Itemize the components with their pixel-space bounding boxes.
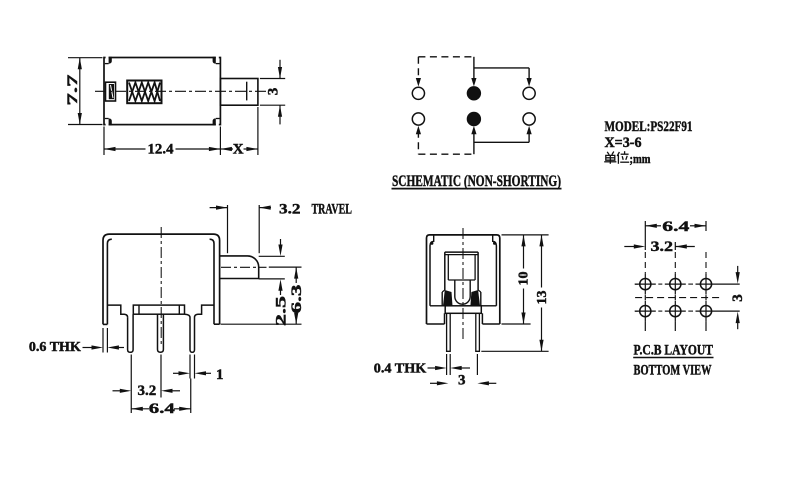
svg-text:TRAVEL: TRAVEL — [312, 201, 353, 217]
svg-text:SCHEMATIC (NON-SHORTING): SCHEMATIC (NON-SHORTING) — [392, 171, 561, 190]
svg-text:3: 3 — [266, 88, 282, 96]
svg-text:MODEL:PS22F91: MODEL:PS22F91 — [605, 119, 693, 135]
svg-text:X=3-6: X=3-6 — [605, 135, 642, 151]
svg-text:12.4: 12.4 — [148, 142, 174, 158]
svg-text:1: 1 — [216, 367, 224, 383]
svg-text:3.2: 3.2 — [138, 383, 157, 399]
svg-text:0.4 THK: 0.4 THK — [374, 360, 427, 375]
svg-text:6.4: 6.4 — [149, 401, 176, 417]
svg-text:0.6 THK: 0.6 THK — [29, 339, 82, 354]
svg-text:6.4: 6.4 — [662, 219, 690, 235]
svg-text:P.C.B LAYOUT: P.C.B LAYOUT — [634, 343, 714, 359]
svg-text:6.3: 6.3 — [289, 285, 305, 314]
svg-text:2.5: 2.5 — [274, 296, 290, 326]
svg-text:BOTTOM VIEW: BOTTOM VIEW — [634, 362, 712, 378]
svg-text:7.7: 7.7 — [65, 74, 81, 106]
svg-text:3.2: 3.2 — [651, 239, 674, 255]
svg-text:10: 10 — [515, 271, 530, 285]
svg-text:3.2: 3.2 — [279, 201, 301, 217]
svg-text:;mm: ;mm — [630, 151, 651, 166]
svg-text:X: X — [233, 142, 244, 158]
svg-text:13: 13 — [534, 290, 549, 304]
svg-text:3: 3 — [730, 294, 746, 302]
svg-text:3: 3 — [458, 372, 466, 388]
